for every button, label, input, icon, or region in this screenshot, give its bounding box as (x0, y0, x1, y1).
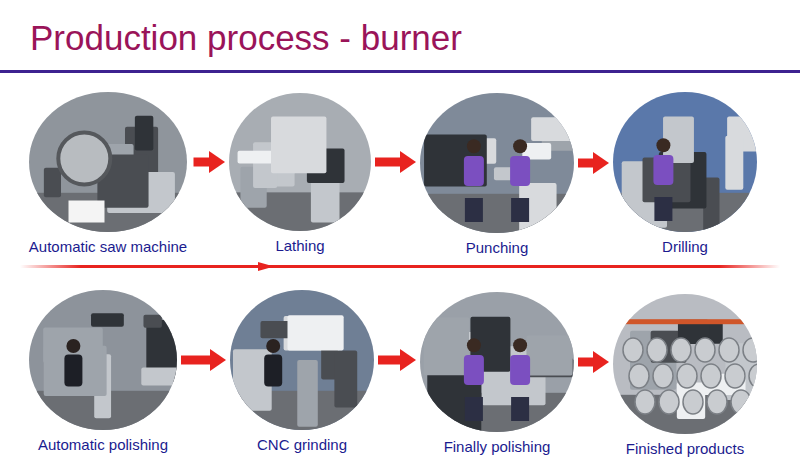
process-step: Lathing (229, 93, 371, 257)
process-photo (613, 92, 757, 232)
step-label: Automatic polishing (29, 436, 177, 454)
title: Production process - burner (30, 17, 462, 59)
step-label: Finished products (613, 440, 757, 458)
process-step: Finally polishing (420, 292, 574, 458)
process-step: CNC grinding (230, 290, 374, 456)
process-step: Finished products (613, 294, 757, 460)
step-label: Finally polishing (420, 438, 574, 456)
process-step: Automatic saw machine (27, 92, 190, 258)
step-label: Punching (420, 239, 574, 257)
flow-arrow (194, 151, 226, 173)
process-photo (29, 290, 177, 430)
step-label: Automatic saw machine (27, 238, 190, 256)
flow-arrow (375, 151, 416, 173)
row-divider (20, 265, 780, 268)
process-step: Automatic polishing (29, 290, 177, 456)
step-label: Lathing (229, 237, 371, 255)
flow-arrow (181, 349, 226, 371)
divider-mark (258, 262, 274, 271)
flow-arrow (378, 349, 416, 371)
process-photo (229, 93, 371, 231)
process-photo (420, 292, 574, 432)
process-photo (230, 290, 374, 430)
flow-arrow (578, 152, 609, 174)
process-photo (613, 294, 757, 434)
title-underline (0, 70, 800, 73)
process-step: Drilling (613, 92, 757, 258)
process-photo (29, 92, 187, 232)
step-label: CNC grinding (230, 436, 374, 454)
flow-arrow (578, 351, 609, 373)
step-label: Drilling (613, 238, 757, 256)
process-photo (420, 93, 574, 233)
process-step: Punching (420, 93, 574, 259)
